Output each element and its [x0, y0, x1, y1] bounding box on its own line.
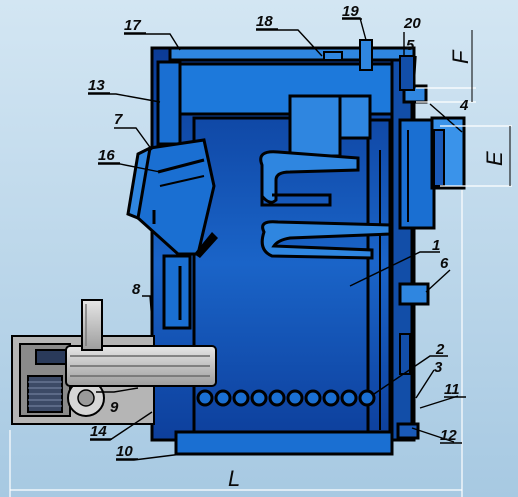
side-panel — [399, 333, 411, 375]
label-10: 10 — [116, 443, 133, 460]
label-8: 8 — [132, 281, 141, 298]
heat-exchanger-upper — [259, 150, 360, 207]
grate-tubes — [196, 389, 376, 407]
drain-connection — [396, 422, 420, 440]
label-19: 19 — [342, 3, 359, 20]
combustion-chamber — [192, 94, 372, 432]
dimension-L: L — [228, 466, 240, 491]
leader-lines — [88, 17, 463, 461]
label-20: 20 — [403, 15, 421, 32]
return-connection — [398, 282, 430, 306]
pellet-burner — [11, 299, 217, 425]
label-16: 16 — [98, 147, 115, 164]
part-labels: 17 18 19 20 5 4 13 7 16 1 6 8 2 3 11 12 … — [88, 3, 469, 460]
label-5: 5 — [406, 37, 415, 54]
label-12: 12 — [440, 427, 457, 444]
burner-chute — [162, 254, 192, 330]
dimension-E: E — [482, 151, 507, 166]
label-4: 4 — [459, 97, 469, 114]
label-18: 18 — [256, 13, 273, 30]
label-11: 11 — [444, 381, 460, 398]
label-6: 6 — [440, 255, 449, 272]
dimension-F: F — [448, 49, 473, 64]
vent-pipe — [359, 39, 373, 71]
label-1: 1 — [432, 237, 440, 254]
heat-exchanger-lower — [260, 220, 392, 260]
loading-door — [126, 138, 218, 258]
label-14: 14 — [90, 423, 107, 440]
top-connection — [399, 55, 428, 104]
dimension-lines — [9, 30, 512, 497]
flue-outlet — [398, 116, 466, 230]
label-9: 9 — [110, 399, 119, 416]
sensor-port — [323, 51, 343, 61]
label-13: 13 — [88, 77, 105, 94]
label-2: 2 — [435, 341, 445, 358]
label-17: 17 — [124, 17, 141, 34]
label-3: 3 — [434, 359, 443, 376]
ash-box — [174, 430, 394, 456]
label-7: 7 — [114, 111, 123, 128]
